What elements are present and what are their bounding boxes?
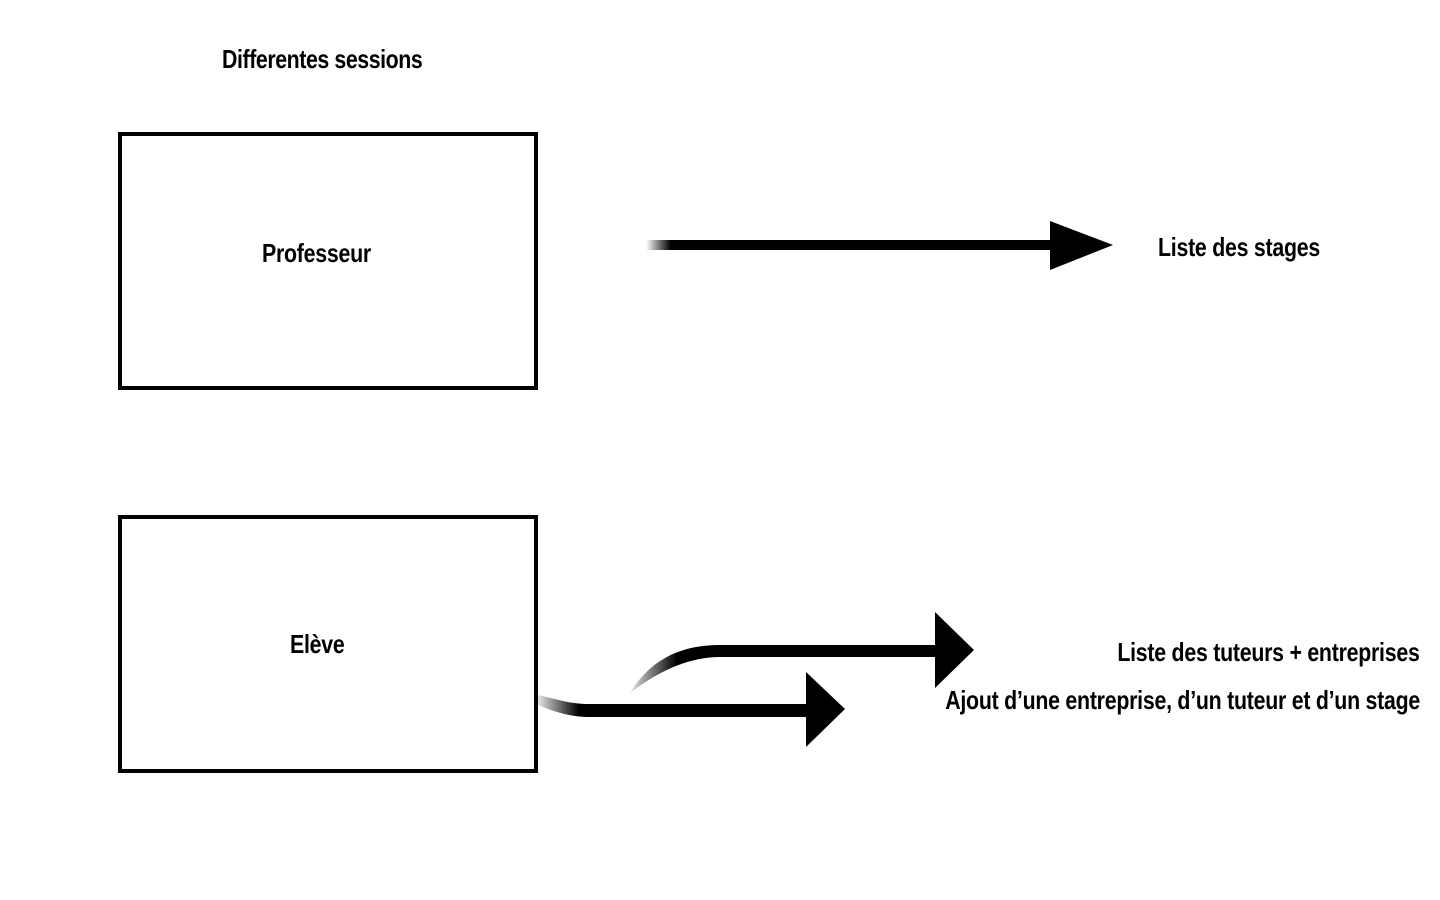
diagram-title: Differentes sessions (222, 44, 423, 74)
liste-tuteurs-label: Liste des tuteurs + entreprises (1117, 637, 1420, 667)
arrow-eleve-tuteurs (630, 612, 974, 693)
professeur-box: Professeur (118, 132, 538, 390)
professeur-label: Professeur (262, 238, 371, 268)
arrow-professeur-stages (646, 221, 1113, 270)
arrow-eleve-ajout (538, 672, 845, 747)
ajout-label: Ajout d’une entreprise, d’un tuteur et d… (945, 685, 1420, 715)
eleve-box: Elève (118, 515, 538, 773)
liste-stages-label: Liste des stages (1158, 232, 1320, 262)
eleve-label: Elève (290, 629, 345, 659)
